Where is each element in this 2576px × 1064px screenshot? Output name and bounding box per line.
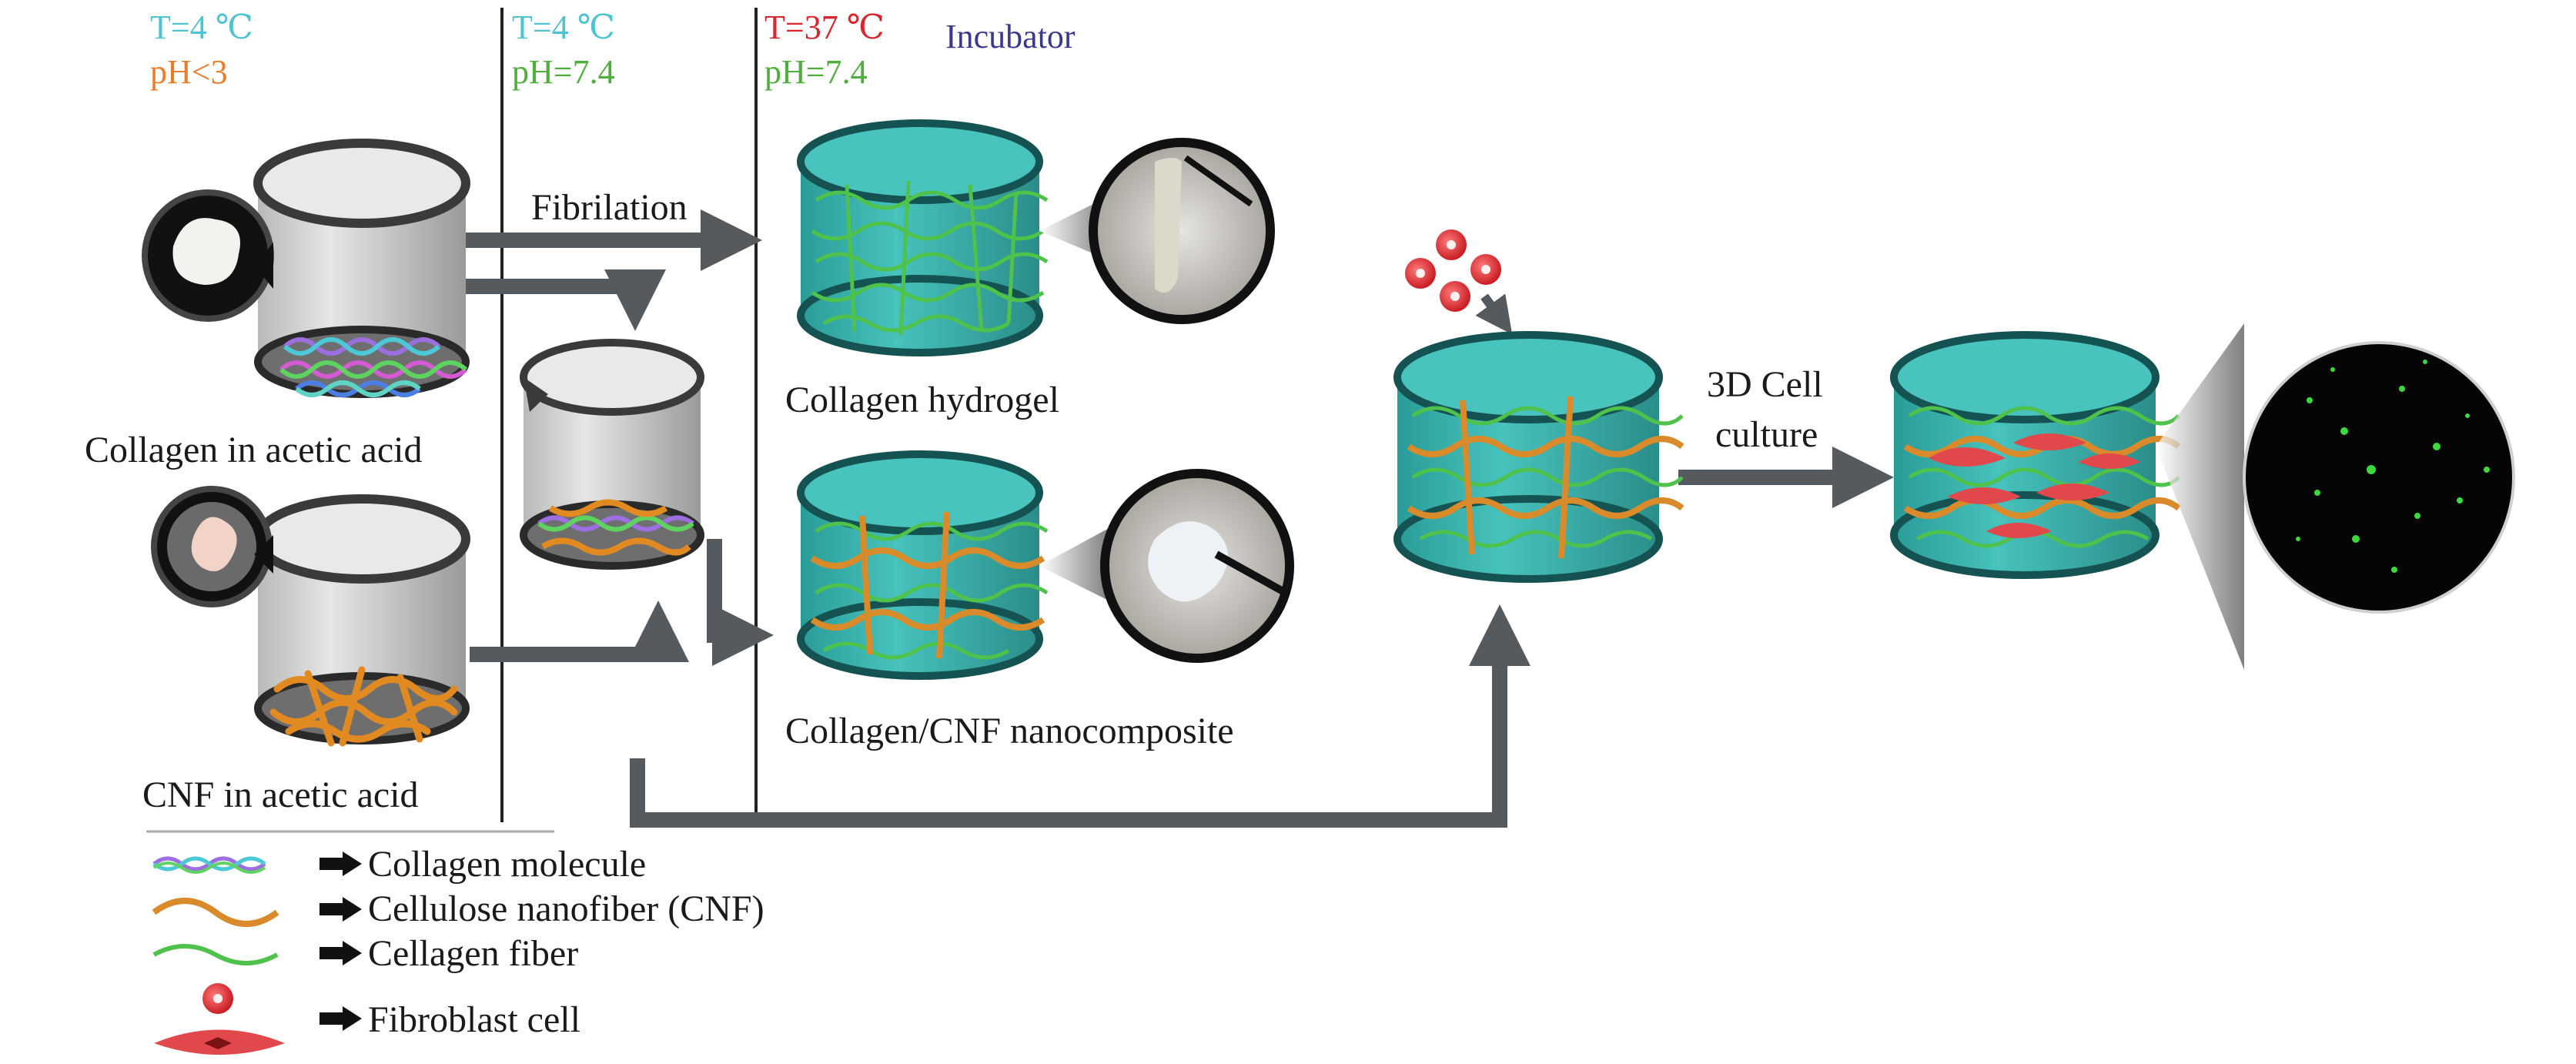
legend: Collagen molecule Cellulose nanofiber (C… — [152, 844, 764, 1055]
ph-label-col2: pH=7.4 — [512, 53, 615, 91]
label-collagen-in-acid: Collagen in acetic acid — [85, 430, 422, 470]
legend-item-collagen-molecule: Collagen molecule — [152, 844, 646, 885]
arrow-collagen-to-mix — [466, 269, 666, 331]
legend-item-fibroblast: Fibroblast cell — [154, 983, 580, 1055]
beaker-collagen-acid — [142, 139, 470, 398]
beaker-cnf-acid — [151, 486, 470, 747]
arrow-mix-to-nanocomposite — [707, 539, 774, 666]
condition-header-col1: T=4 ℃ pH<3 — [150, 8, 253, 91]
temp-label-col2: T=4 ℃ — [512, 8, 615, 46]
flow-arrows — [466, 209, 1894, 828]
temp-label-col1: T=4 ℃ — [150, 8, 253, 46]
legend-item-cnf: Cellulose nanofiber (CNF) — [152, 888, 764, 929]
gel-collagen-hydrogel — [797, 119, 1275, 356]
legend-item-collagen-fiber: Cellagen fiber — [152, 933, 578, 974]
temp-label-col3: T=37 ℃ — [764, 8, 885, 46]
collagen-molecule-layer — [279, 337, 468, 397]
ph-label-col3: pH=7.4 — [764, 53, 868, 91]
label-cnf-in-acid: CNF in acetic acid — [142, 775, 419, 815]
photo-collagen-hydrogel — [1089, 138, 1275, 324]
gel-nanocomposite — [797, 450, 1294, 680]
label-fibrilation: Fibrilation — [531, 187, 687, 228]
photo-fluorescence — [2243, 341, 2515, 614]
ph-label-col1: pH<3 — [150, 53, 228, 91]
cnf-layer — [269, 666, 458, 747]
fibroblast-cells-cluster — [1405, 229, 1501, 312]
gel-cultured-scaffold — [1890, 323, 2515, 670]
label-nanocomposite: Collagen/CNF nanocomposite — [785, 711, 1234, 751]
arrow-cells-into-gel — [1475, 293, 1513, 335]
legend-label-collagen-fiber: Cellagen fiber — [368, 933, 578, 974]
legend-label-fibroblast: Fibroblast cell — [368, 999, 580, 1040]
spread-fibroblasts — [1929, 433, 2140, 538]
label-collagen-hydrogel: Collagen hydrogel — [785, 380, 1059, 420]
condition-header-col2: T=4 ℃ pH=7.4 — [512, 8, 615, 91]
gel-seeded-scaffold — [1393, 331, 1684, 583]
label-cell-culture-line2: culture — [1715, 414, 1818, 455]
condition-header-col3: T=37 ℃ pH=7.4 Incubator — [764, 8, 1076, 91]
arrow-bottom-loop — [630, 604, 1531, 828]
legend-label-cnf: Cellulose nanofiber (CNF) — [368, 888, 764, 929]
incubator-label: Incubator — [945, 18, 1076, 55]
legend-label-collagen-molecule: Collagen molecule — [368, 844, 646, 885]
arrow-cnf-to-mix — [470, 601, 689, 662]
fluorescent-cells — [2296, 360, 2490, 573]
beaker-mixing — [520, 339, 704, 570]
label-cell-culture-line1: 3D Cell — [1707, 364, 1823, 405]
